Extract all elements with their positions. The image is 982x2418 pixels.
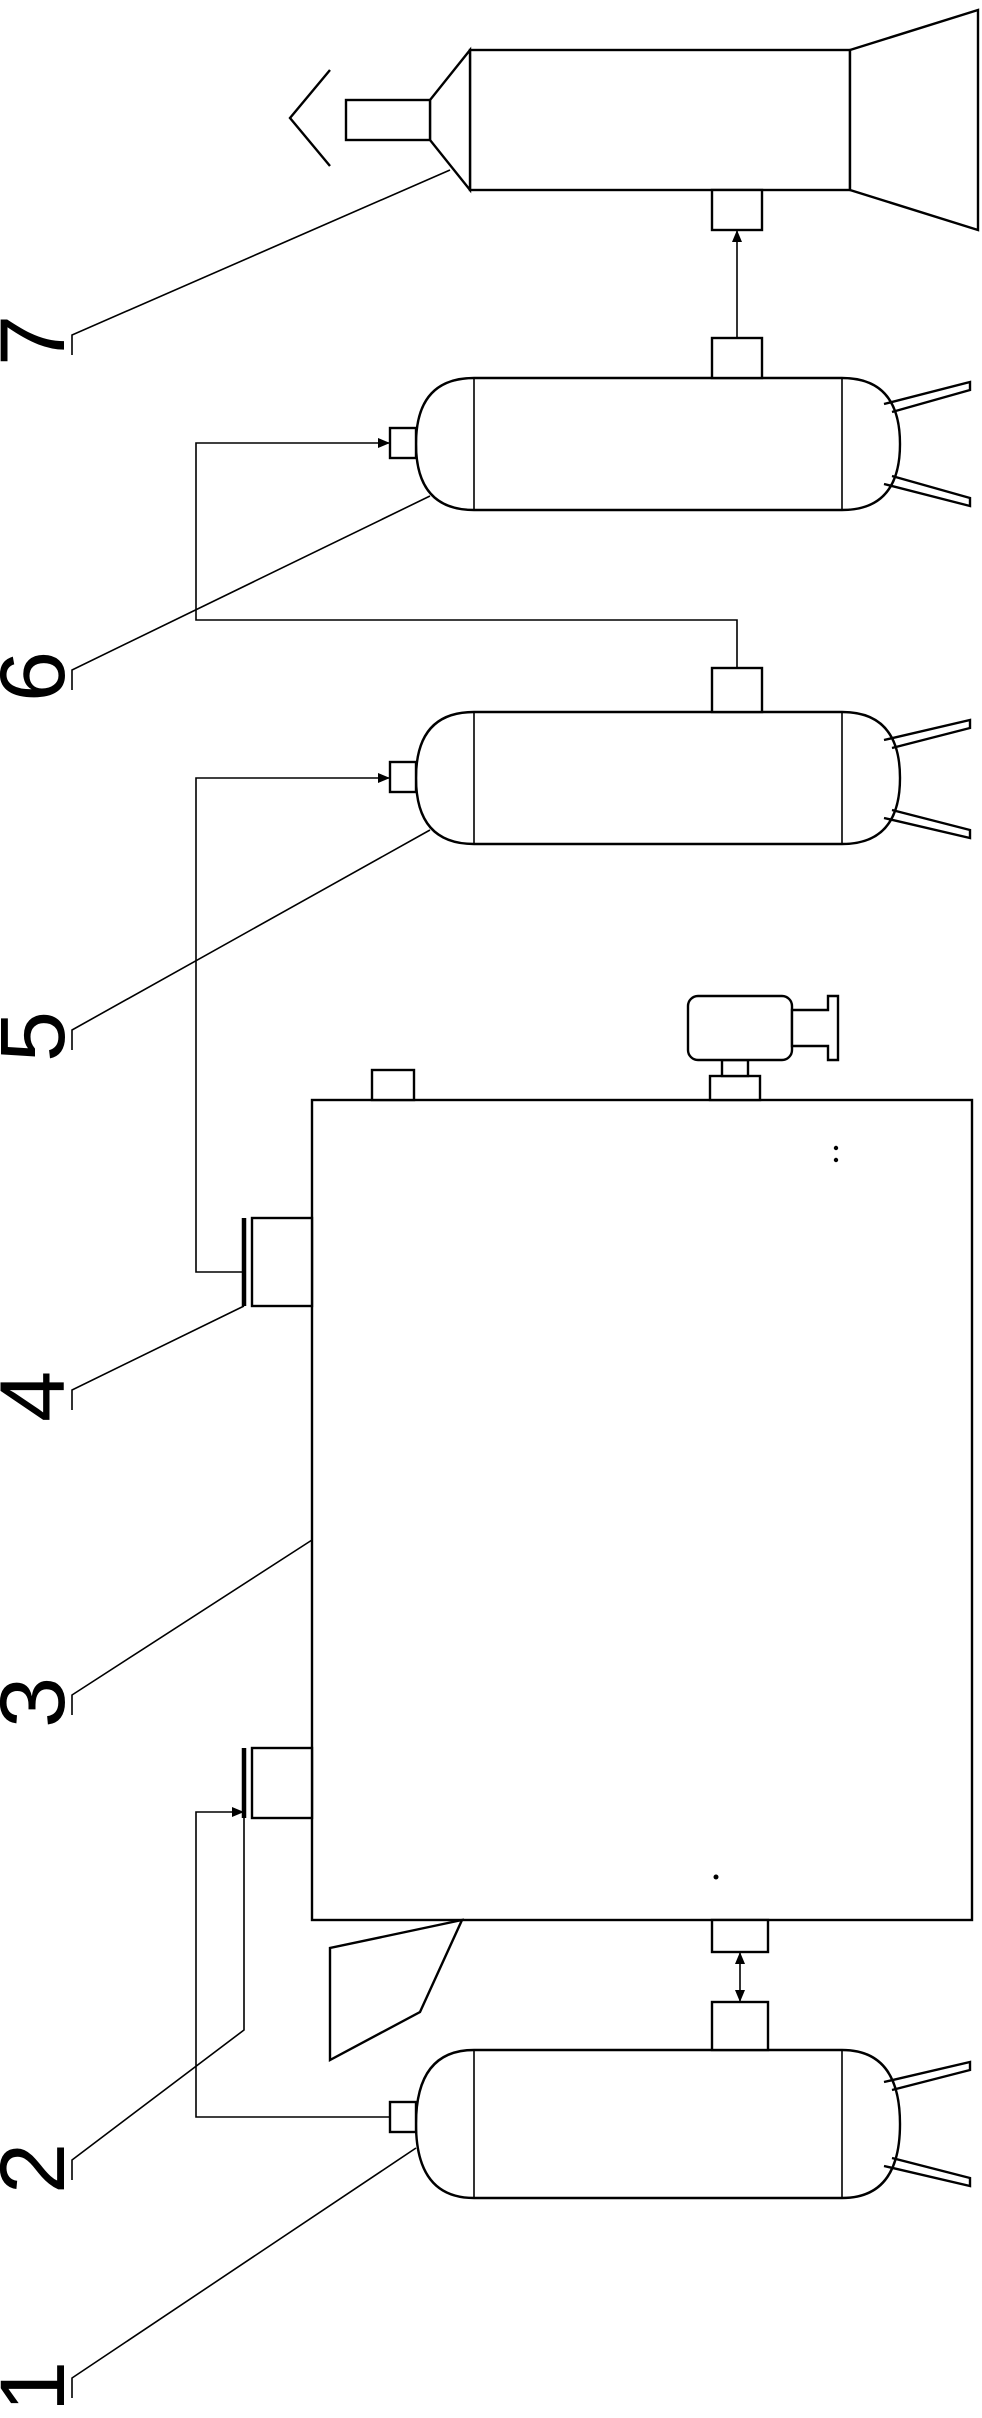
vessel-7	[288, 8, 980, 232]
vessel-3-motor-head	[790, 994, 840, 1062]
label-7: 7	[0, 315, 84, 366]
tank-6-leg-left	[883, 380, 972, 414]
tank-1-side-port	[388, 2100, 418, 2134]
vessel-7-outlet	[344, 98, 432, 142]
label-2: 2	[0, 2143, 84, 2194]
tank-5-leg-left	[883, 718, 972, 750]
vessel-3-drive-shaft	[720, 1058, 750, 1078]
vessel-3-dot-b	[833, 1157, 839, 1163]
leader-6	[71, 495, 431, 690]
tank-5-side-port	[388, 760, 418, 794]
label-1: 1	[0, 2361, 84, 2412]
vessel-3-hopper	[328, 1918, 465, 2062]
tank-5	[388, 666, 972, 846]
port-4	[241, 1216, 314, 1308]
arrow-pipe-tank1-up	[735, 1952, 745, 1964]
tank-6-leg-right	[883, 474, 972, 508]
vessel-7-body	[468, 48, 852, 192]
tank-1-body	[414, 2048, 902, 2200]
arrow-pipe-tank6	[378, 438, 390, 448]
tank-5-body	[414, 710, 902, 846]
leader-lines	[71, 169, 451, 2398]
tank-1-leg-left	[883, 2060, 972, 2092]
vessel-3-drive-stub	[708, 1074, 762, 1102]
vessel-3-motor	[686, 994, 794, 1062]
vessel-3-dot-a	[833, 1145, 839, 1151]
tank-6-top-port	[710, 336, 764, 380]
pipe-tank5-tank6	[195, 442, 738, 668]
tank-1-leg-right	[883, 2156, 972, 2188]
tank-1	[388, 2000, 972, 2200]
arrow-pipe-tank1-down	[735, 1990, 745, 2002]
tank-5-leg-right	[883, 808, 972, 840]
vessel-3-stub-left	[370, 1068, 416, 1102]
leader-1	[71, 2147, 417, 2398]
vessel-7-exhaust-arrow	[288, 69, 331, 167]
pipe-tank1-port2	[195, 1811, 390, 2118]
label-3: 3	[0, 1677, 84, 1728]
tank-5-top-port	[710, 666, 764, 714]
tank-6	[388, 336, 972, 512]
vessel-3-dot-c	[713, 1874, 719, 1880]
tank-6-side-port	[388, 426, 418, 460]
labels: 1 2 3 4 5 6 7	[0, 315, 84, 2412]
piping	[195, 230, 745, 2118]
leader-7	[71, 169, 451, 355]
label-4: 4	[0, 1371, 84, 1422]
tank-6-body	[414, 376, 902, 512]
arrow-pipe-tank5	[378, 773, 390, 783]
leader-5	[71, 829, 431, 1050]
label-6: 6	[0, 651, 84, 702]
vessel-3-body	[310, 1098, 974, 1922]
port-2-neck	[250, 1746, 314, 1820]
label-5: 5	[0, 1011, 84, 1062]
pipe-port4-tank5	[195, 777, 390, 1273]
leader-4	[71, 1305, 245, 1410]
leader-3	[71, 1539, 313, 1715]
vessel-7-cone-left	[428, 46, 472, 194]
tank-1-top-port	[710, 2000, 770, 2052]
port-4-neck	[250, 1216, 314, 1308]
vessel-3-bottom-stub	[710, 1918, 770, 1954]
vessel-3	[310, 994, 974, 2062]
arrow-pipe-vessel7	[732, 230, 742, 242]
vessel-7-cone-right	[848, 8, 980, 232]
arrow-pipe-port2	[232, 1807, 244, 1817]
leader-2	[71, 1818, 245, 2180]
vessel-7-bottom-port	[710, 188, 764, 232]
port-2	[241, 1746, 314, 1820]
